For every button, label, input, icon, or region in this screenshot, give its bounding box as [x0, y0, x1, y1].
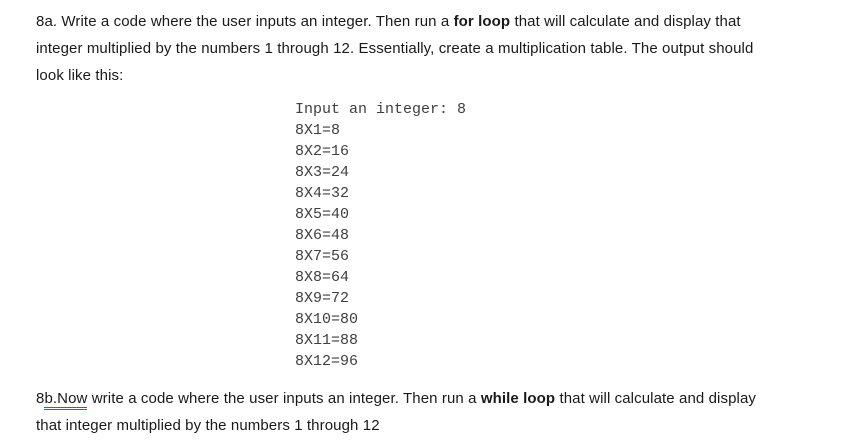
text-run: 8 — [36, 390, 45, 407]
console-line: 8X10=80 — [295, 311, 359, 328]
console-line: 8X5=40 — [295, 206, 350, 223]
text-run: write a code where the user inputs an in… — [87, 390, 481, 407]
console-line: 8X1=8 — [295, 122, 341, 139]
paragraph-8b: 8b.Now write a code where the user input… — [36, 385, 847, 439]
text-line: that integer multiplied by the numbers 1… — [36, 412, 847, 439]
text-run: that will calculate and display that — [510, 13, 741, 30]
text-run: that integer multiplied by the numbers 1… — [36, 417, 380, 434]
text-line: integer multiplied by the numbers 1 thro… — [36, 35, 847, 62]
console-line: 8X11=88 — [295, 332, 359, 349]
console-output: Input an integer: 8 8X1=8 8X2=16 8X3=24 8X4=… — [295, 99, 847, 372]
text-line: 8a. Write a code where the user inputs a… — [36, 8, 847, 35]
console-line: 8X8=64 — [295, 269, 350, 286]
text-run: for loop — [453, 13, 511, 30]
console-line: 8X12=96 — [295, 353, 359, 370]
console-line: 8X6=48 — [295, 227, 350, 244]
console-line: 8X7=56 — [295, 248, 350, 265]
text-line: 8b.Now write a code where the user input… — [36, 385, 847, 412]
console-line: Input an integer: 8 — [295, 101, 467, 118]
text-run: while loop — [480, 390, 556, 407]
text-run: look like this: — [36, 67, 124, 84]
paragraph-8a: 8a. Write a code where the user inputs a… — [36, 8, 847, 89]
text-line: look like this: — [36, 62, 847, 89]
console-line: 8X4=32 — [295, 185, 350, 202]
console-line: 8X2=16 — [295, 143, 350, 160]
console-line: 8X3=24 — [295, 164, 350, 181]
console-line: 8X9=72 — [295, 290, 350, 307]
grammar-flagged-text: b.Now — [44, 390, 88, 410]
text-run: 8a. Write a code where the user inputs a… — [36, 13, 454, 30]
text-run: integer multiplied by the numbers 1 thro… — [36, 40, 754, 57]
text-run: that will calculate and display — [555, 390, 756, 407]
